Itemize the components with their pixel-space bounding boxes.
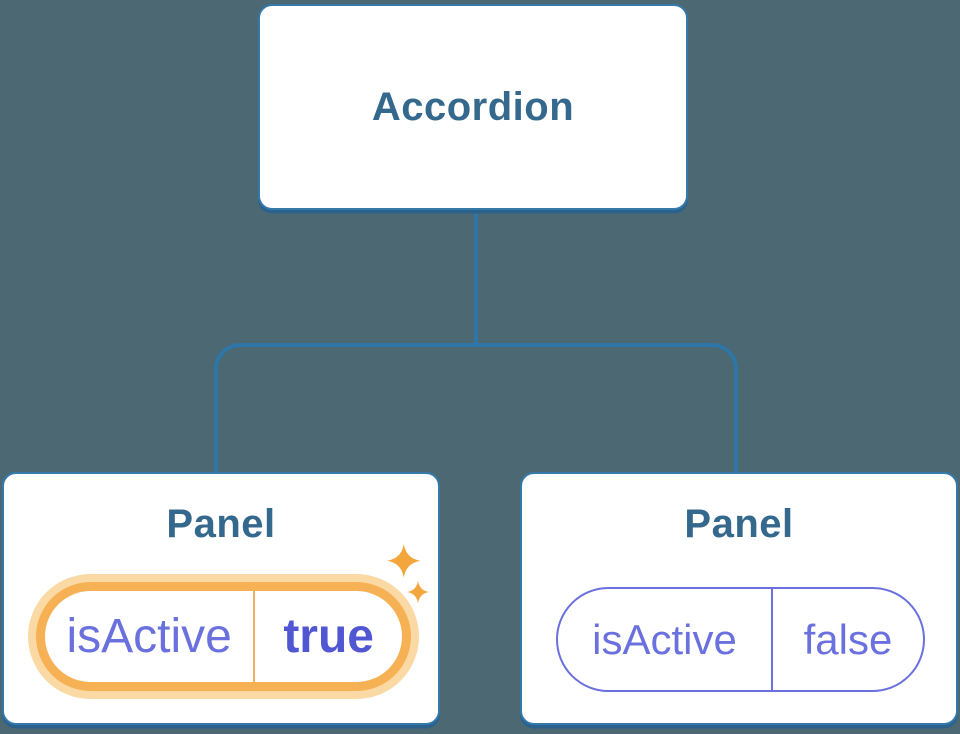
node-accordion-label: Accordion (371, 84, 575, 129)
panel-right-title: Panel (684, 502, 794, 546)
state-name: isActive (66, 610, 232, 663)
state-value: true (253, 591, 402, 682)
node-accordion: Accordion (258, 4, 688, 210)
state-value: false (771, 589, 923, 690)
connector-branch-bracket (214, 343, 738, 475)
state-pill-active: isActive true (36, 582, 411, 691)
state-name: isActive (592, 615, 737, 663)
sparkle-large (387, 544, 421, 578)
node-panel-left: Panel isActive true (2, 472, 440, 725)
state-pill-inactive: isActive false (556, 587, 925, 692)
sparkle-icon (387, 544, 430, 604)
node-panel-right: Panel isActive false (520, 472, 958, 725)
sparkle-small (407, 581, 430, 604)
panel-left-title: Panel (166, 502, 276, 546)
connector-parent-stem (474, 206, 478, 346)
